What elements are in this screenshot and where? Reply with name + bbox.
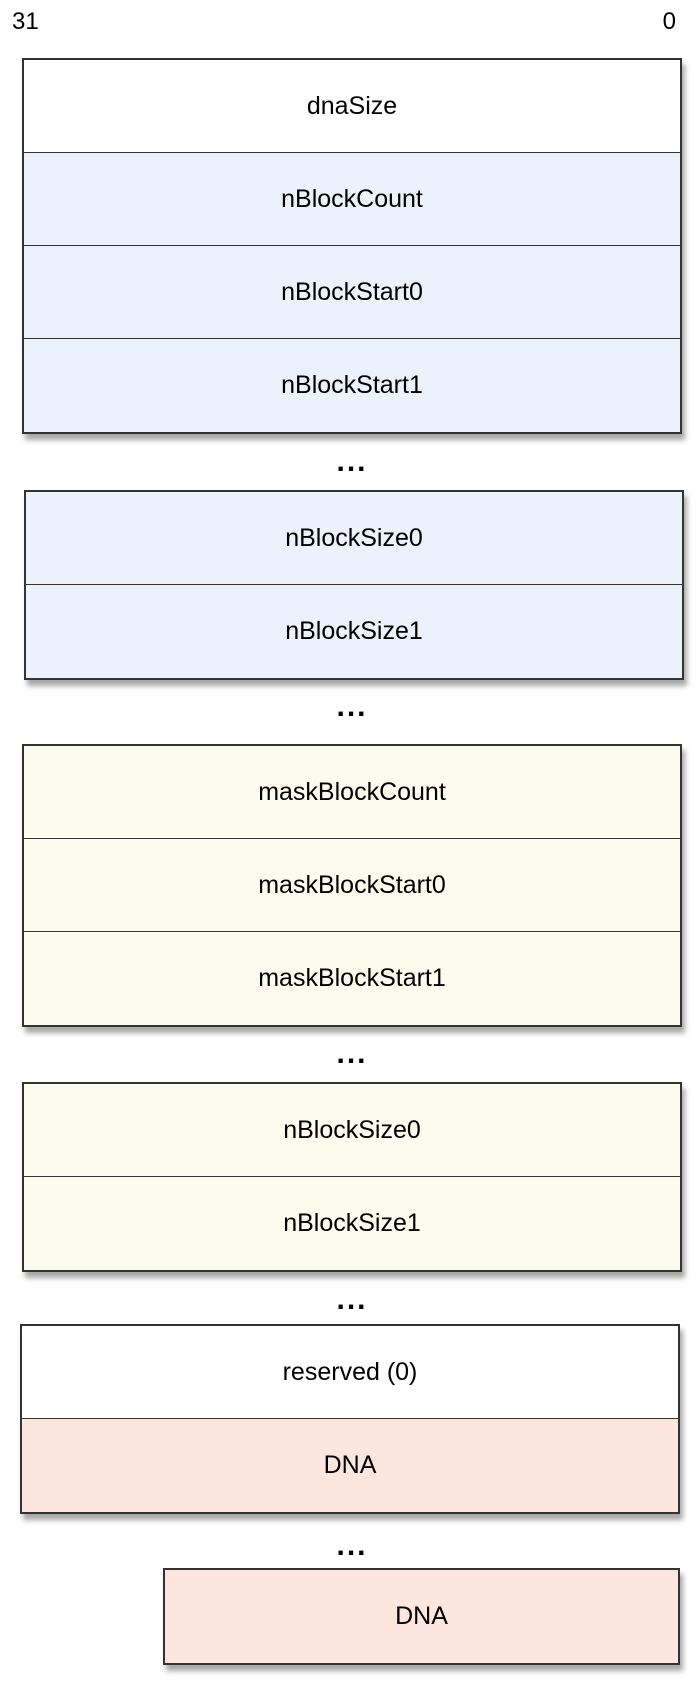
- n-block-start-1-field: nBlockStart1: [24, 339, 680, 432]
- dna-tail-field: DNA: [165, 1570, 678, 1663]
- bit-0-label: 0: [662, 8, 676, 35]
- ellipsis-4: ...: [336, 1283, 368, 1316]
- dna-tail-group: DNA: [163, 1568, 680, 1665]
- ellipsis-2: ...: [336, 690, 368, 723]
- n-block-size-group: nBlockSize0 nBlockSize1: [24, 490, 684, 680]
- n-block-size-1-field: nBlockSize1: [26, 585, 682, 678]
- dna-field: DNA: [22, 1419, 678, 1512]
- header-block-group: dnaSize nBlockCount nBlockStart0 nBlockS…: [22, 58, 682, 434]
- n-block-start-0-field: nBlockStart0: [24, 246, 680, 339]
- reserved-dna-group: reserved (0) DNA: [20, 1324, 680, 1514]
- mask-block-size-0-field: nBlockSize0: [24, 1084, 680, 1177]
- mask-block-start-1-field: maskBlockStart1: [24, 932, 680, 1025]
- mask-block-group: maskBlockCount maskBlockStart0 maskBlock…: [22, 744, 682, 1027]
- ellipsis-5: ...: [336, 1529, 368, 1562]
- mask-block-start-0-field: maskBlockStart0: [24, 839, 680, 932]
- reserved-field: reserved (0): [22, 1326, 678, 1419]
- mask-block-count-field: maskBlockCount: [24, 746, 680, 839]
- n-block-size-0-field: nBlockSize0: [26, 492, 682, 585]
- mask-block-size-group: nBlockSize0 nBlockSize1: [22, 1082, 682, 1272]
- ellipsis-1: ...: [336, 445, 368, 478]
- ellipsis-3: ...: [336, 1037, 368, 1070]
- n-block-count-field: nBlockCount: [24, 153, 680, 246]
- dna-size-field: dnaSize: [24, 60, 680, 153]
- bit-31-label: 31: [12, 8, 39, 35]
- mask-block-size-1-field: nBlockSize1: [24, 1177, 680, 1270]
